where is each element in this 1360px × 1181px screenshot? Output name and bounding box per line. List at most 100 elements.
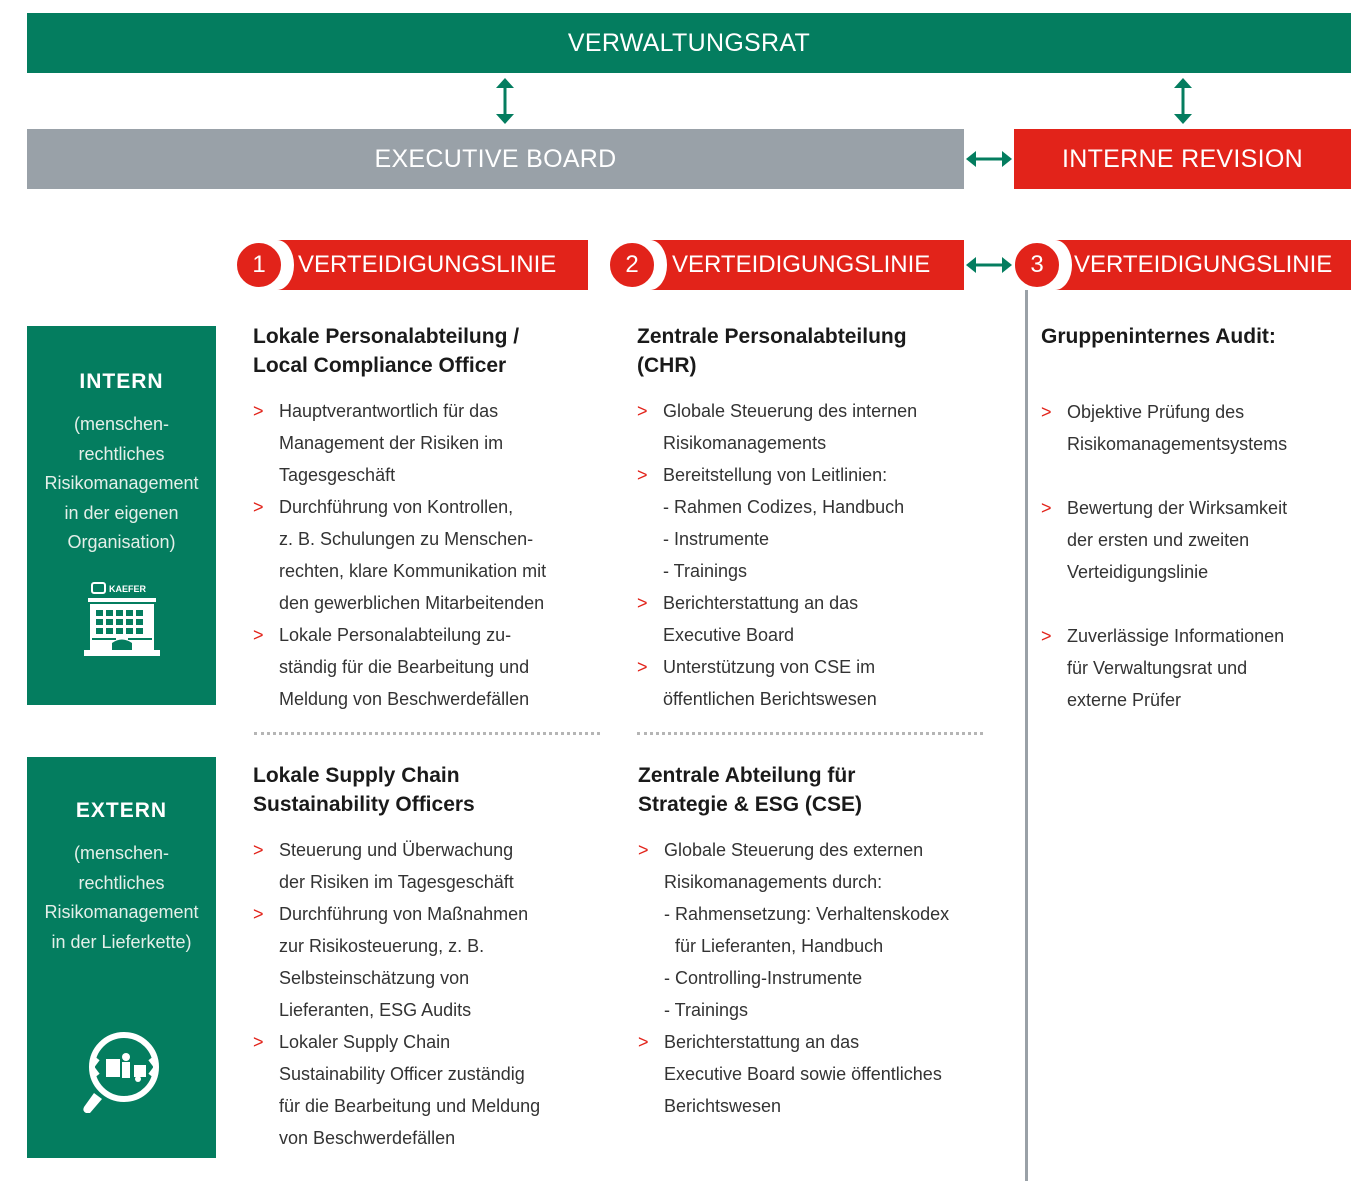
svg-text:KAEFER: KAEFER — [109, 584, 147, 594]
executive-board-label: EXECUTIVE BOARD — [374, 144, 617, 173]
list-item: Globale Steuerung des externen — [638, 834, 988, 866]
list-item: - Rahmensetzung: Verhaltenskodex — [664, 904, 950, 924]
title-line: Zentrale Abteilung für — [638, 764, 856, 787]
extern-desc-line: in der Lieferkette) — [51, 931, 192, 952]
list-item: Sustainability Officer zuständig — [279, 1064, 525, 1084]
list-item: Durchführung von Maßnahmen — [253, 898, 598, 930]
list-item: - Trainings — [664, 1000, 749, 1020]
intern-line-1-block: Lokale Personalabteilung / Local Complia… — [253, 322, 598, 715]
interne-revision-label: INTERNE REVISION — [1062, 144, 1303, 173]
block-title: Lokale Personalabteilung / Local Complia… — [253, 322, 598, 380]
list-item: rechten, klare Kommunikation mit — [279, 561, 547, 581]
building-icon: KAEFER — [83, 582, 160, 656]
list-item: von Beschwerdefällen — [279, 1128, 456, 1148]
bullet-list: Globale Steuerung des internen Risikoman… — [637, 395, 987, 715]
list-item: Meldung von Beschwerdefällen — [279, 689, 530, 709]
intern-box: INTERN (menschen- rechtliches Risikomana… — [27, 326, 216, 705]
list-item: Globale Steuerung des internen — [637, 395, 987, 427]
line-1-label: VERTEIDIGUNGSLINIE — [298, 251, 557, 278]
list-item: Lokaler Supply Chain — [253, 1026, 598, 1058]
extern-desc-line: (menschen- — [73, 843, 170, 863]
title-line: Local Compliance Officer — [253, 354, 507, 377]
list-item: Hauptverantwortlich für das — [253, 395, 598, 427]
list-item: zur Risikosteuerung, z. B. — [279, 936, 485, 956]
list-item: Management der Risiken im — [279, 433, 504, 453]
list-item: Bewertung der Wirksamkeit der ersten und… — [1041, 492, 1341, 588]
list-item-line: Objektive Prüfung des — [1067, 402, 1245, 422]
list-item-line: der ersten und zweiten — [1067, 530, 1250, 550]
intern-desc-line: Risikomanagement — [44, 473, 199, 493]
list-item: für die Bearbeitung und Meldung — [279, 1096, 541, 1116]
list-item: - Instrumente — [663, 529, 770, 549]
title-line: Lokale Supply Chain — [253, 764, 460, 787]
dotted-divider — [637, 732, 983, 735]
list-item: Bereitstellung von Leitlinien: — [637, 459, 987, 491]
verwaltungsrat-bar: VERWALTUNGSRAT — [27, 13, 1351, 73]
intern-desc-line: (menschen- — [73, 414, 170, 434]
bullet-list: Steuerung und Überwachung der Risiken im… — [253, 834, 598, 1154]
title-line: Zentrale Personalabteilung — [637, 325, 907, 348]
list-item-line: für Verwaltungsrat und — [1067, 658, 1248, 678]
list-item: öffentlichen Berichtswesen — [663, 689, 877, 709]
list-item: Berichtswesen — [664, 1096, 782, 1116]
list-item: - Rahmen Codizes, Handbuch — [663, 497, 905, 517]
bullet-list: Hauptverantwortlich für das Management d… — [253, 395, 598, 715]
dotted-divider — [254, 732, 600, 735]
line-3-label: VERTEIDIGUNGSLINIE — [1074, 251, 1333, 278]
line-1-number: 1 — [234, 240, 284, 290]
title-line: Lokale Personalabteilung / — [253, 325, 520, 348]
title-line: Gruppeninternes Audit: — [1041, 325, 1276, 348]
extern-description: (menschen- rechtliches Risikomanagement … — [27, 839, 216, 957]
line-3-number: 3 — [1012, 240, 1062, 290]
list-item: Zuverlässige Informationen für Verwaltun… — [1041, 620, 1341, 716]
list-item: Berichterstattung an das — [638, 1026, 988, 1058]
title-line: Strategie & ESG (CSE) — [638, 793, 863, 816]
list-item: Lieferanten, ESG Audits — [279, 1000, 472, 1020]
list-item: Executive Board — [663, 625, 795, 645]
list-item: der Risiken im Tagesgeschäft — [279, 872, 514, 892]
list-item: Durchführung von Kontrollen, — [253, 491, 598, 523]
list-item: z. B. Schulungen zu Menschen- — [279, 529, 534, 549]
bullet-list: Objektive Prüfung des Risikomanagementsy… — [1041, 396, 1341, 716]
verwaltungsrat-label: VERWALTUNGSRAT — [567, 28, 811, 57]
line-2-label: VERTEIDIGUNGSLINIE — [672, 251, 931, 278]
intern-desc-line: in der eigenen — [64, 502, 179, 523]
list-item: Unterstützung von CSE im — [637, 651, 987, 683]
list-item: für Lieferanten, Handbuch — [675, 936, 884, 956]
line-3-block: Gruppeninternes Audit: Objektive Prüfung… — [1041, 322, 1341, 748]
bullet-list: Globale Steuerung des externen Risikoman… — [638, 834, 988, 1122]
extern-desc-line: Risikomanagement — [44, 902, 199, 922]
executive-board-bar: EXECUTIVE BOARD — [27, 129, 964, 189]
vertical-double-arrow-icon — [1174, 78, 1192, 124]
line-2-number: 2 — [607, 240, 657, 290]
list-item: Risikomanagements — [663, 433, 827, 453]
line-2-header: 2 VERTEIDIGUNGSLINIE — [607, 240, 964, 290]
list-item-line: externe Prüfer — [1067, 690, 1182, 710]
intern-line-2-block: Zentrale Personalabteilung (CHR) Globale… — [637, 322, 987, 715]
list-item: Berichterstattung an das — [637, 587, 987, 619]
vertical-double-arrow-icon — [496, 78, 514, 124]
list-item: ständig für die Bearbeitung und — [279, 657, 530, 677]
list-item: Lokale Personalabteilung zu- — [253, 619, 598, 651]
intern-desc-line: Organisation) — [67, 532, 176, 552]
intern-desc-line: rechtliches — [78, 443, 165, 464]
list-item-line: Verteidigungslinie — [1067, 562, 1209, 582]
list-item: den gewerblichen Mitarbeitenden — [279, 593, 545, 613]
line-3-header: 3 VERTEIDIGUNGSLINIE — [1012, 240, 1351, 290]
supply-chain-magnifier-icon — [82, 1032, 159, 1113]
list-item: Steuerung und Überwachung — [253, 834, 598, 866]
list-item-line: Bewertung der Wirksamkeit — [1067, 498, 1288, 518]
list-item: - Controlling-Instrumente — [664, 968, 863, 988]
block-title: Lokale Supply Chain Sustainability Offic… — [253, 761, 598, 819]
interne-revision-bar: INTERNE REVISION — [1014, 129, 1351, 189]
block-title: Zentrale Abteilung für Strategie & ESG (… — [638, 761, 988, 819]
title-line: (CHR) — [637, 354, 697, 377]
list-item-line: Zuverlässige Informationen — [1067, 626, 1285, 646]
horizontal-double-arrow-icon — [966, 151, 1012, 167]
list-item: - Trainings — [663, 561, 748, 581]
horizontal-double-arrow-icon — [966, 257, 1012, 273]
list-item: Executive Board sowie öffentliches — [664, 1064, 942, 1084]
extern-box: EXTERN (menschen- rechtliches Risikomana… — [27, 757, 216, 1158]
line-1-header: 1 VERTEIDIGUNGSLINIE — [234, 240, 588, 290]
intern-description: (menschen- rechtliches Risikomanagement … — [27, 410, 216, 558]
